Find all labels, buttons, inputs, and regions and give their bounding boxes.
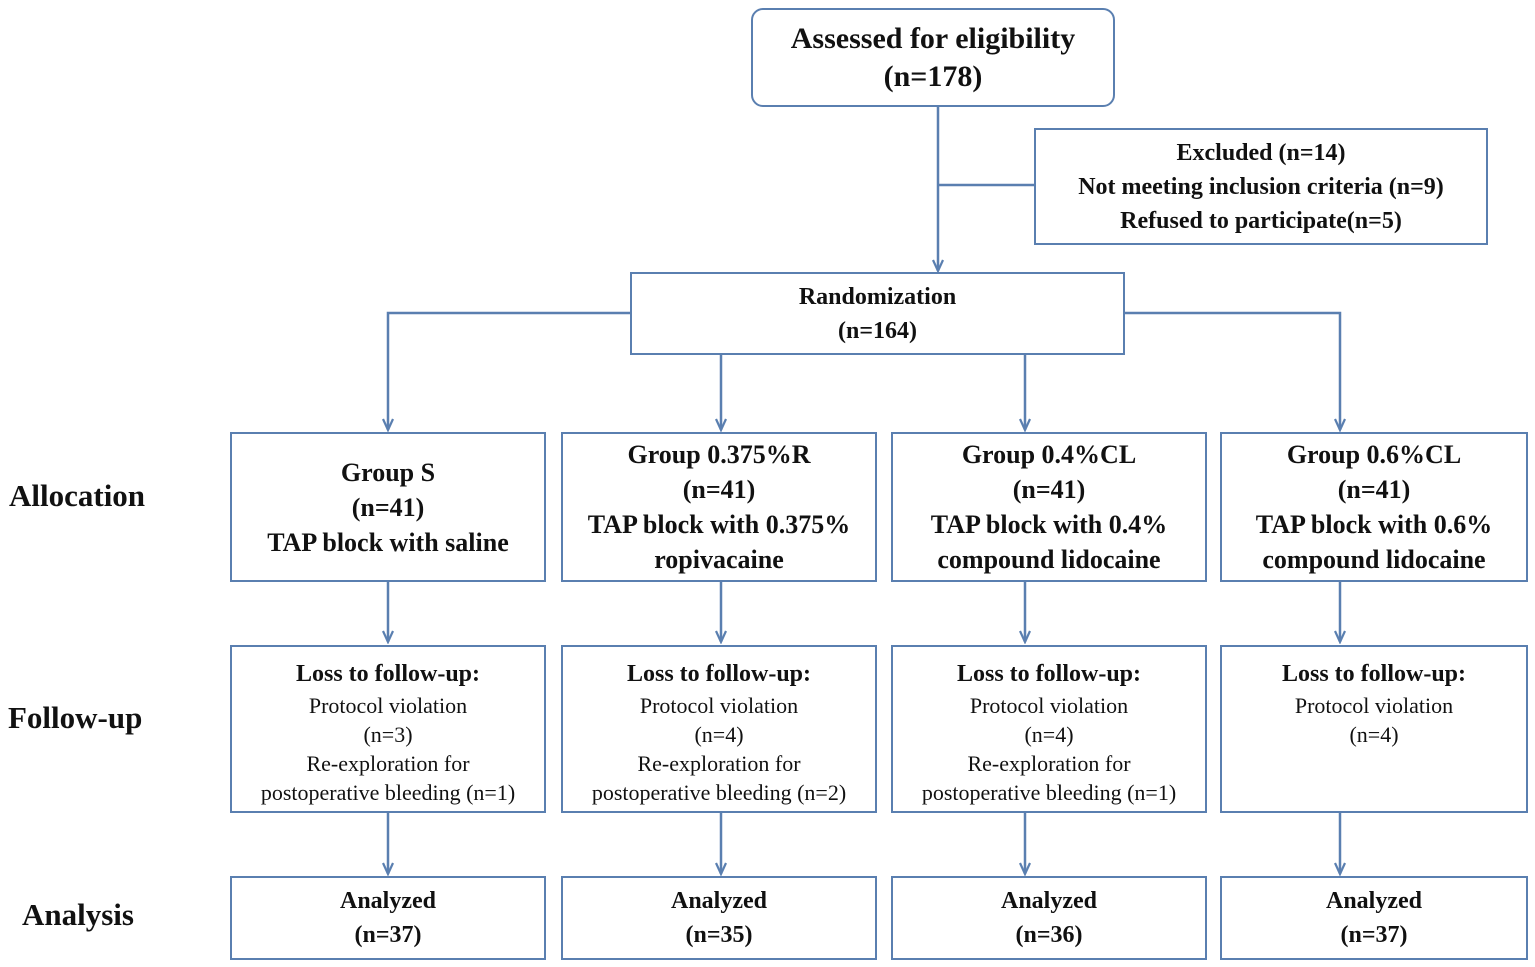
- group-count: (n=41): [1012, 475, 1086, 504]
- group-count: (n=41): [682, 475, 756, 504]
- analysis-box-group-04cl: Analyzed (n=36): [891, 876, 1207, 960]
- stage-label-analysis: Analysis: [22, 897, 134, 932]
- group-name: Group 0.375%R: [627, 440, 811, 469]
- loss-line: (n=4): [694, 722, 744, 747]
- loss-title: Loss to follow-up:: [295, 661, 481, 687]
- stage-label-allocation: Allocation: [9, 478, 146, 513]
- analysis-box-group-r: Analyzed (n=35): [561, 876, 877, 960]
- excluded-not-meeting: Not meeting inclusion criteria (n=9): [1078, 173, 1444, 200]
- followup-box-group-r: Loss to follow-up: Protocol violation (n…: [561, 645, 877, 813]
- loss-title: Loss to follow-up:: [956, 661, 1142, 687]
- analyzed-label: Analyzed: [671, 888, 767, 914]
- allocation-box-group-06cl: Group 0.6%CL (n=41) TAP block with 0.6% …: [1220, 432, 1528, 582]
- loss-line: (n=4): [1024, 722, 1074, 747]
- analyzed-label: Analyzed: [340, 888, 436, 914]
- group-description-cont: compound lidocaine: [937, 545, 1161, 574]
- group-description: TAP block with 0.375%: [587, 510, 851, 539]
- randomization-title: Randomization: [798, 283, 957, 310]
- followup-box-group-04cl: Loss to follow-up: Protocol violation (n…: [891, 645, 1207, 813]
- group-description: TAP block with saline: [267, 527, 509, 557]
- randomization-count: (n=164): [837, 317, 917, 344]
- excluded-refused: Refused to participate(n=5): [1120, 207, 1402, 234]
- analyzed-label: Analyzed: [1326, 888, 1422, 914]
- loss-line: postoperative bleeding (n=1): [921, 780, 1177, 805]
- analyzed-label: Analyzed: [1001, 888, 1097, 914]
- group-description-cont: ropivacaine: [654, 545, 784, 574]
- group-count: (n=41): [351, 492, 425, 522]
- loss-title: Loss to follow-up:: [1281, 661, 1467, 687]
- eligibility-count: (n=178): [883, 59, 983, 93]
- arrow-randomization-to-group-s: [388, 311, 631, 430]
- loss-line: postoperative bleeding (n=1): [260, 780, 516, 805]
- eligibility-box: Assessed for eligibility (n=178): [751, 8, 1115, 107]
- group-name: Group 0.4%CL: [961, 440, 1137, 469]
- loss-line: Protocol violation: [639, 693, 799, 718]
- randomization-box: Randomization (n=164): [630, 272, 1125, 355]
- analysis-box-group-06cl: Analyzed (n=37): [1220, 876, 1528, 960]
- excluded-box: Excluded (n=14) Not meeting inclusion cr…: [1034, 128, 1488, 245]
- allocation-box-group-r: Group 0.375%R (n=41) TAP block with 0.37…: [561, 432, 877, 582]
- loss-line: Protocol violation: [969, 693, 1129, 718]
- excluded-title: Excluded (n=14): [1176, 139, 1346, 166]
- stage-label-followup: Follow-up: [8, 700, 143, 735]
- group-name: Group 0.6%CL: [1286, 440, 1462, 469]
- analysis-box-group-s: Analyzed (n=37): [230, 876, 546, 960]
- loss-line: (n=3): [363, 722, 413, 747]
- loss-line: Protocol violation: [308, 693, 468, 718]
- analyzed-count: (n=36): [1015, 922, 1083, 948]
- loss-line: Re-exploration for: [967, 751, 1131, 776]
- group-description: TAP block with 0.4%: [930, 510, 1168, 539]
- allocation-box-group-04cl: Group 0.4%CL (n=41) TAP block with 0.4% …: [891, 432, 1207, 582]
- loss-line: Re-exploration for: [306, 751, 470, 776]
- group-name: Group S: [340, 457, 436, 487]
- group-count: (n=41): [1337, 475, 1411, 504]
- analyzed-count: (n=37): [1340, 922, 1408, 948]
- loss-line: postoperative bleeding (n=2): [591, 780, 847, 805]
- followup-box-group-s: Loss to follow-up: Protocol violation (n…: [230, 645, 546, 813]
- arrow-randomization-to-group-06cl: [1124, 311, 1340, 430]
- loss-title: Loss to follow-up:: [626, 661, 812, 687]
- loss-line: Re-exploration for: [637, 751, 801, 776]
- analyzed-count: (n=37): [354, 922, 422, 948]
- allocation-box-group-s: Group S (n=41) TAP block with saline: [230, 432, 546, 582]
- group-description: TAP block with 0.6%: [1255, 510, 1493, 539]
- analyzed-count: (n=35): [685, 922, 753, 948]
- eligibility-title: Assessed for eligibility: [790, 21, 1076, 55]
- loss-line: (n=4): [1349, 722, 1399, 747]
- group-description-cont: compound lidocaine: [1262, 545, 1486, 574]
- followup-box-group-06cl: Loss to follow-up: Protocol violation (n…: [1220, 645, 1528, 813]
- loss-line: Protocol violation: [1294, 693, 1454, 718]
